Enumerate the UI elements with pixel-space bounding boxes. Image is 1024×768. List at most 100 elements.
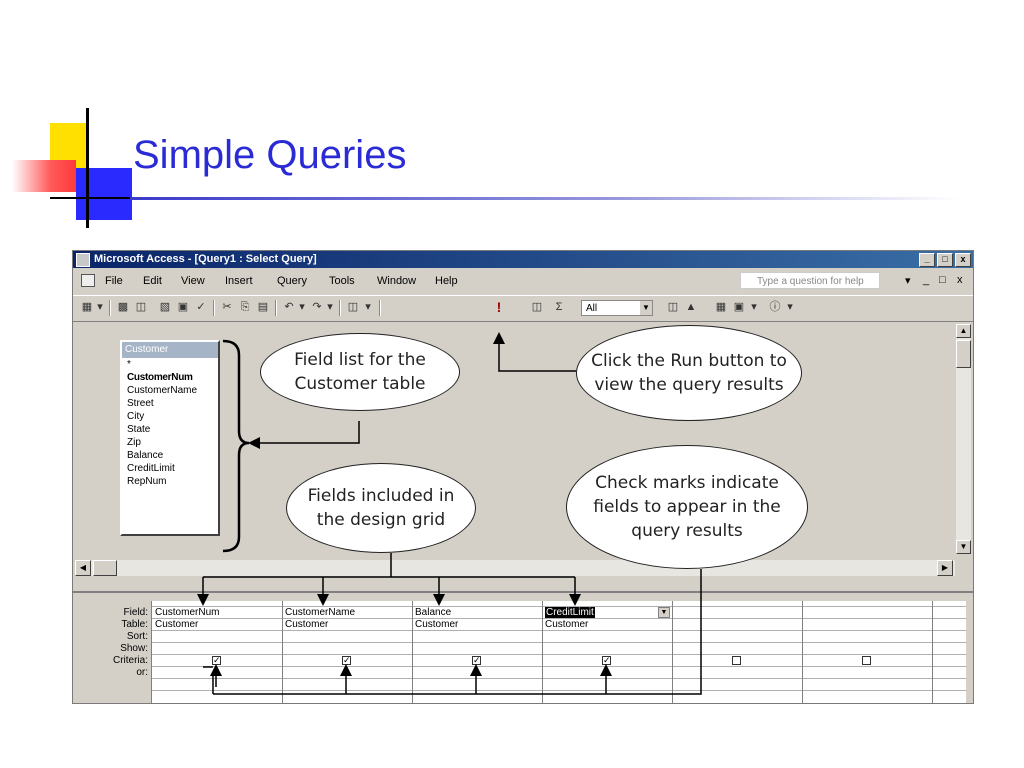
help-dropdown-arrow-icon[interactable]: ▾	[905, 275, 911, 287]
horizontal-scrollbar[interactable]: ◀ ▶	[75, 560, 955, 576]
row-label-criteria: Criteria:	[112, 655, 148, 666]
scroll-thumb[interactable]	[956, 340, 971, 368]
new-object-dropdown-icon[interactable]: ▾	[751, 301, 757, 313]
grid-table-cell[interactable]: Customer	[155, 619, 199, 630]
design-grid: CustomerNum Customer ✓ CustomerName Cust…	[151, 601, 966, 703]
database-window-icon[interactable]: ▦	[715, 301, 727, 313]
scroll-left-icon[interactable]: ◀	[75, 560, 91, 576]
paste-icon[interactable]: ▤	[257, 301, 269, 313]
vertical-scrollbar[interactable]: ▲ ▼	[956, 324, 971, 554]
window-controls: _ □ x	[919, 253, 971, 267]
field-list-item[interactable]: CustomerNum	[127, 372, 193, 383]
show-table-icon[interactable]: ◫	[531, 301, 543, 313]
slide-decor-vline	[86, 108, 89, 228]
grid-line	[152, 642, 966, 643]
scroll-down-icon[interactable]: ▼	[956, 540, 971, 554]
new-object-icon[interactable]: ▣	[733, 301, 745, 313]
menu-help[interactable]: Help	[435, 275, 458, 287]
grid-field-cell[interactable]: CustomerName	[285, 607, 356, 618]
cut-icon[interactable]: ✂	[222, 301, 232, 313]
grid-table-cell[interactable]: Customer	[415, 619, 459, 630]
copy-icon[interactable]: ⎘	[240, 301, 250, 313]
grid-table-cell[interactable]: Customer	[285, 619, 329, 630]
document-window-icon[interactable]	[81, 274, 95, 287]
help-search-input[interactable]: Type a question for help	[740, 272, 880, 289]
chevron-down-icon[interactable]: ▼	[640, 301, 652, 315]
slide-title: Simple Queries	[133, 133, 407, 177]
callout-field-list: Field list for the Customer table	[260, 333, 460, 411]
menu-edit[interactable]: Edit	[143, 275, 162, 287]
file-search-icon[interactable]: ◫	[135, 301, 147, 313]
menu-view[interactable]: View	[181, 275, 205, 287]
query-type-dropdown-icon[interactable]: ▾	[365, 301, 371, 313]
field-list-item[interactable]: CreditLimit	[127, 463, 175, 474]
show-checkbox[interactable]	[732, 656, 741, 665]
window-title: Microsoft Access - [Query1 : Select Quer…	[94, 253, 317, 265]
undo-dropdown-icon[interactable]: ▾	[299, 301, 305, 313]
grid-line	[932, 601, 933, 703]
show-checkbox[interactable]: ✓	[212, 655, 221, 665]
show-checkbox[interactable]	[862, 656, 871, 665]
callout-run-button: Click the Run button to view the query r…	[576, 325, 802, 421]
grid-field-cell[interactable]: CustomerNum	[155, 607, 220, 618]
row-label-table: Table:	[121, 619, 148, 630]
help-icon[interactable]: ⓘ	[769, 301, 781, 313]
scroll-right-icon[interactable]: ▶	[937, 560, 953, 576]
grid-field-cell[interactable]: Balance	[415, 607, 452, 618]
properties-icon[interactable]: ◫	[667, 301, 679, 313]
slide-decor-blue	[76, 168, 132, 220]
toolbar-options-icon[interactable]: ▾	[787, 301, 793, 313]
chevron-down-icon[interactable]: ▼	[658, 607, 670, 618]
close-button[interactable]: x	[955, 253, 971, 267]
grid-line	[152, 666, 966, 667]
field-list-item[interactable]: CustomerName	[127, 385, 198, 396]
field-list-item[interactable]: RepNum	[127, 476, 167, 487]
redo-dropdown-icon[interactable]: ▾	[327, 301, 333, 313]
scroll-up-icon[interactable]: ▲	[956, 324, 971, 338]
toolbar-separator	[339, 300, 341, 316]
title-rule	[130, 197, 960, 200]
field-list-item[interactable]: Street	[127, 398, 154, 409]
spelling-icon[interactable]: ✓	[196, 301, 206, 313]
customer-field-list[interactable]: Customer * CustomerNum CustomerName Stre…	[120, 340, 220, 536]
build-icon[interactable]: ▲	[685, 301, 697, 313]
field-list-item[interactable]: Balance	[127, 450, 164, 461]
menu-tools[interactable]: Tools	[329, 275, 355, 287]
show-checkbox[interactable]: ✓	[602, 655, 611, 665]
query-toolbar: ▦ ▾ ▩ ◫ ▧ ▣ ✓ ✂ ⎘ ▤ ↶ ▾ ↷ ▾ ◫ ▾ ! ◫ Σ Al…	[73, 295, 973, 320]
redo-icon[interactable]: ↷	[312, 301, 322, 313]
toolbar-separator	[379, 300, 381, 316]
undo-icon[interactable]: ↶	[284, 301, 294, 313]
menu-file[interactable]: File	[105, 275, 123, 287]
design-grid-pane: Field: Table: Sort: Show: Criteria: or: …	[73, 591, 973, 703]
print-preview-icon[interactable]: ▣	[177, 301, 189, 313]
view-icon[interactable]: ▦	[81, 301, 93, 313]
field-list-item[interactable]: Zip	[127, 437, 141, 448]
print-icon[interactable]: ▧	[159, 301, 171, 313]
field-list-item[interactable]: State	[127, 424, 151, 435]
show-checkbox[interactable]: ✓	[472, 655, 481, 665]
menu-query[interactable]: Query	[277, 275, 307, 287]
slide-decor-hline	[50, 197, 130, 199]
field-list-item[interactable]: City	[127, 411, 145, 422]
top-values-combo[interactable]: All▼	[581, 300, 653, 316]
run-button[interactable]: !	[496, 299, 502, 315]
minimize-button[interactable]: _	[919, 253, 935, 267]
totals-button[interactable]: Σ	[555, 301, 563, 313]
scroll-thumb[interactable]	[93, 560, 117, 576]
row-label-field: Field:	[123, 607, 148, 618]
maximize-button[interactable]: □	[937, 253, 953, 267]
menu-window[interactable]: Window	[377, 275, 417, 287]
field-list-item[interactable]: *	[127, 359, 131, 370]
menu-bar: File Edit View Insert Query Tools Window…	[73, 270, 973, 292]
doc-restore-button[interactable]: □	[939, 274, 946, 286]
save-icon[interactable]: ▩	[117, 301, 129, 313]
grid-table-cell[interactable]: Customer	[545, 619, 589, 630]
grid-field-cell-selected[interactable]: CreditLimit	[542, 607, 660, 618]
doc-minimize-button[interactable]: _	[923, 274, 930, 286]
query-type-icon[interactable]: ◫	[347, 301, 359, 313]
menu-insert[interactable]: Insert	[225, 275, 253, 287]
view-dropdown-icon[interactable]: ▾	[97, 301, 103, 313]
show-checkbox[interactable]: ✓	[342, 655, 351, 665]
doc-close-button[interactable]: x	[957, 274, 963, 286]
